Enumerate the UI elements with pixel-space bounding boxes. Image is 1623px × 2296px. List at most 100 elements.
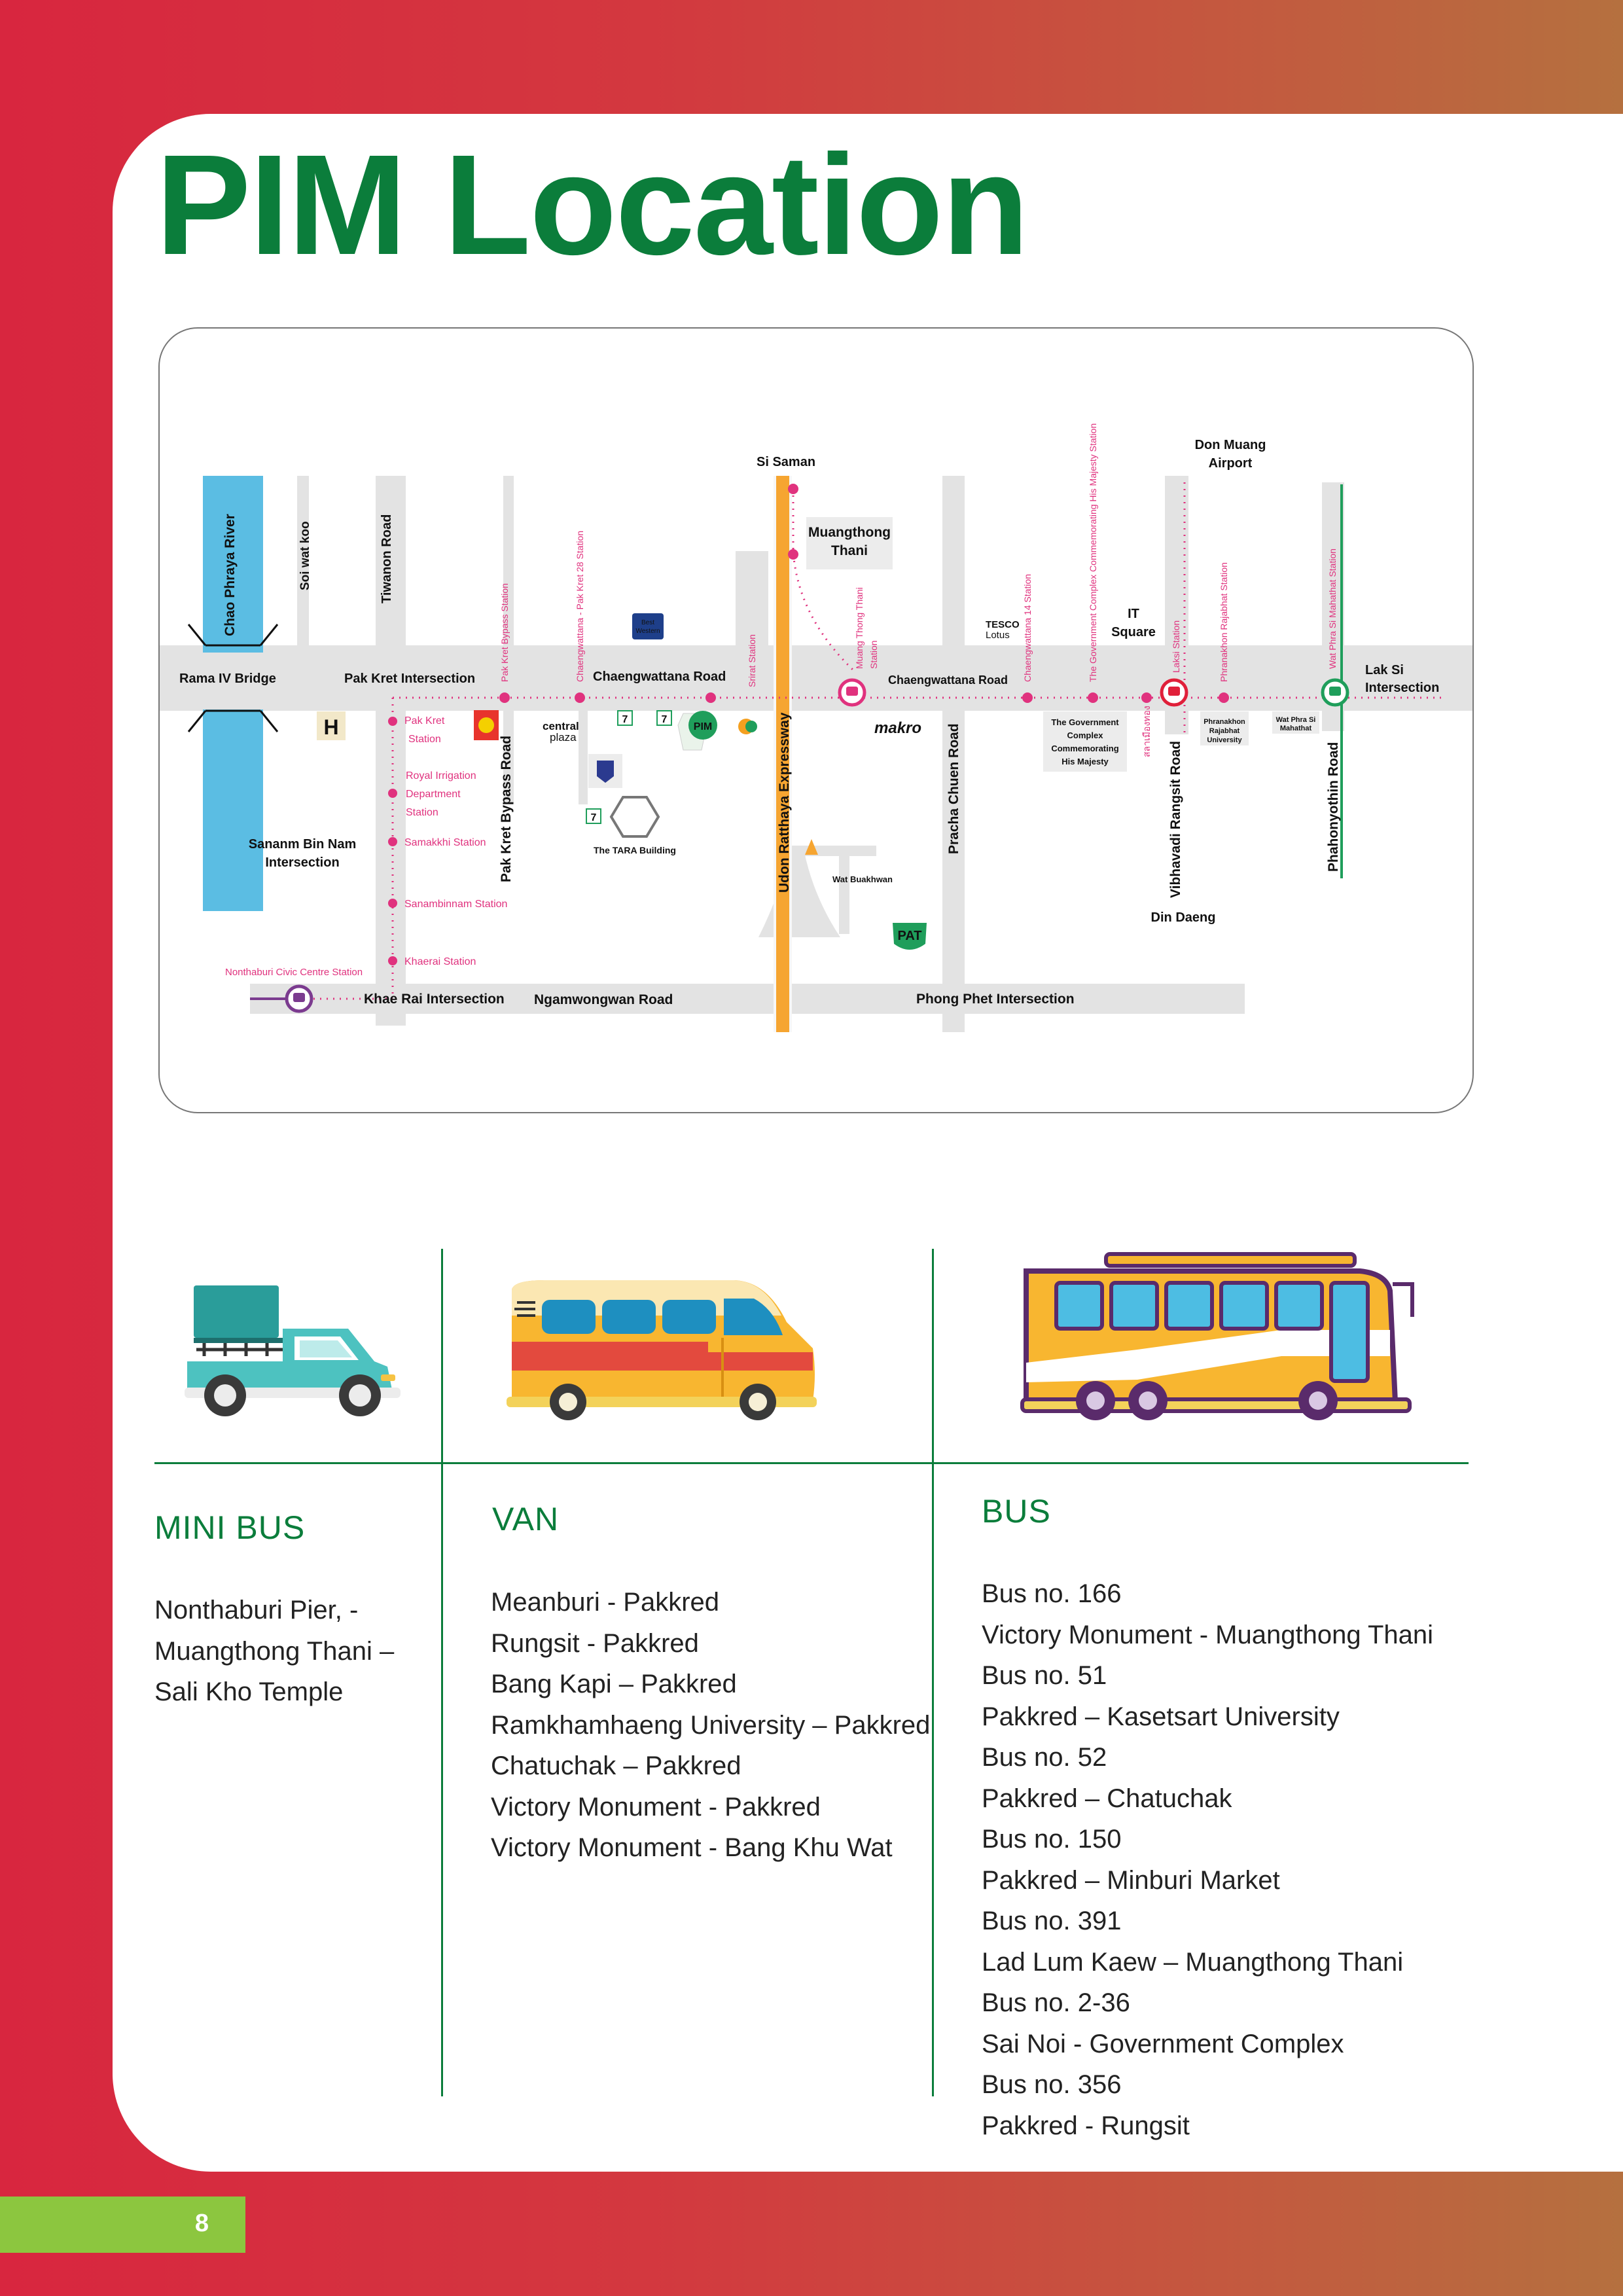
map-canvas: Best Western H central plaza 7 7 7 PIM P… xyxy=(160,423,1472,1032)
station-royal-irrigation-2: Department xyxy=(406,789,461,800)
station-srirat: Srirat Station xyxy=(747,634,757,687)
rajabhat-backdrop xyxy=(1200,711,1249,745)
rajabhat-label-3: University xyxy=(1207,736,1242,744)
station-khaerai: Khaerai Station xyxy=(404,956,476,967)
udon-ratthaya-label: Udon Ratthaya Expressway xyxy=(777,712,792,893)
chao-phraya-river-north xyxy=(203,476,263,653)
seven-eleven-logo: 7 xyxy=(622,714,628,725)
station-dot xyxy=(705,692,716,703)
station-sanambinnam: Sanambinnam Station xyxy=(404,899,507,910)
station-pak-kret-1: Pak Kret xyxy=(404,715,445,726)
it-square-label-2: Square xyxy=(1111,625,1156,639)
tara-building-icon xyxy=(609,796,660,838)
it-square-label-1: IT xyxy=(1128,607,1139,621)
wat-street-2 xyxy=(839,846,849,934)
station-dot xyxy=(499,692,510,703)
vibhavadi-road-label: Vibhavadi Rangsit Road xyxy=(1168,741,1183,898)
station-dot xyxy=(388,956,397,965)
pracha-chuen-road-shape xyxy=(942,476,965,1032)
station-muang-thong-thani-2: Station xyxy=(868,640,879,669)
station-dot xyxy=(788,484,798,494)
station-dot xyxy=(1088,692,1098,703)
train-icon-body xyxy=(1329,687,1341,696)
lak-si-label-2: Intersection xyxy=(1365,681,1439,695)
seven-eleven-logo: 7 xyxy=(591,812,597,823)
muangthong-label-1: Muangthong xyxy=(808,525,891,540)
gov-complex-label-1: The Government xyxy=(1051,717,1119,727)
pak-kret-bypass-road-label: Pak Kret Bypass Road xyxy=(499,736,514,882)
ramp-street xyxy=(736,551,768,647)
station-laksi: Laksi Station xyxy=(1171,620,1181,673)
page-footer: 8 xyxy=(0,2197,245,2253)
train-icon-body xyxy=(1168,687,1180,696)
chao-phraya-river-label: Chao Phraya River xyxy=(223,514,238,636)
station-chaengwattana-14: Chaengwattana 14 Station xyxy=(1022,574,1033,682)
school-shield-icon xyxy=(597,761,614,783)
station-dot xyxy=(1219,692,1229,703)
page-number: 8 xyxy=(194,2210,209,2237)
wat-mahathat-label-1: Wat Phra Si xyxy=(1276,716,1316,724)
station-dot xyxy=(388,899,397,908)
hotel-logo-bg xyxy=(317,711,346,740)
pat-logo-text: PAT xyxy=(897,929,921,943)
station-pak-kret-bypass: Pak Kret Bypass Station xyxy=(499,583,510,682)
station-government-complex: The Government Complex Commemorating His… xyxy=(1088,423,1098,682)
gov-complex-label-4: His Majesty xyxy=(1061,757,1109,766)
station-wat-phra-si-mahathat: Wat Phra Si Mahathat Station xyxy=(1327,548,1338,669)
station-dots xyxy=(388,484,1229,965)
tesco-logo-line2: Lotus xyxy=(986,630,1010,641)
station-dot xyxy=(1022,692,1033,703)
train-icon-body xyxy=(293,993,305,1002)
thai-sign-label: สลาเมืองทอง xyxy=(1141,706,1152,757)
location-map: Best Western H central plaza 7 7 7 PIM P… xyxy=(158,327,1474,1113)
don-muang-label-1: Don Muang xyxy=(1195,438,1266,452)
station-royal-irrigation-1: Royal Irrigation xyxy=(406,770,476,781)
pim-logo-text: PIM xyxy=(694,721,712,732)
central-logo-line2: plaza xyxy=(550,731,577,744)
station-dot xyxy=(388,789,397,798)
station-chaengwattana-28: Chaengwattana - Pak Kret 28 Station xyxy=(575,531,585,682)
central-logo-line1: central xyxy=(543,720,579,732)
phong-phet-intersection-label: Phong Phet Intersection xyxy=(916,992,1075,1007)
soi-wat-koo-shape xyxy=(297,476,309,646)
seven-eleven-logo: 7 xyxy=(662,714,668,725)
best-western-line1: Best xyxy=(641,619,654,626)
expressway-ramp xyxy=(758,852,840,937)
station-nonthaburi-civic-centre: Nonthaburi Civic Centre Station xyxy=(225,967,363,978)
pracha-chuen-road-label: Pracha Chuen Road xyxy=(946,723,961,854)
station-dot xyxy=(1141,692,1152,703)
pat-logo xyxy=(893,923,927,950)
bridge-marks xyxy=(187,624,279,732)
station-dot xyxy=(788,549,798,560)
chaengwattana-road-label-1: Chaengwattana Road xyxy=(593,670,726,684)
khae-rai-intersection-label: Khae Rai Intersection xyxy=(364,992,505,1007)
sananm-bin-nam-label-2: Intersection xyxy=(265,855,339,870)
station-dot xyxy=(388,717,397,726)
page-title: PIM Location xyxy=(156,126,1029,285)
don-muang-label-2: Airport xyxy=(1209,456,1253,471)
tiwanon-road-shape xyxy=(376,476,406,1026)
wat-buakhwan-label: Wat Buakhwan xyxy=(832,874,893,884)
road-network xyxy=(160,476,1472,1032)
din-daeng-label: Din Daeng xyxy=(1151,910,1216,925)
tiwanon-road-label: Tiwanon Road xyxy=(380,514,394,603)
makro-logo: makro xyxy=(874,719,921,737)
pink-branch-line xyxy=(792,489,855,672)
wat-mahathat-label-2: Mahathat xyxy=(1280,725,1312,732)
wat-mahathat-backdrop xyxy=(1272,711,1319,734)
ptt-logo-inner xyxy=(745,721,757,732)
station-phranakhon-rajabhat: Phranakhon Rajabhat Station xyxy=(1219,562,1229,682)
station-samakkhi: Samakkhi Station xyxy=(404,837,486,848)
tara-building-label: The TARA Building xyxy=(594,845,676,855)
station-royal-irrigation-3: Station xyxy=(406,807,438,818)
lak-si-label-1: Lak Si xyxy=(1365,663,1404,677)
station-pak-kret-2: Station xyxy=(408,734,441,745)
hotel-logo: H xyxy=(323,715,338,739)
gov-complex-label-3: Commemorating xyxy=(1051,744,1118,753)
gov-complex-backdrop xyxy=(1043,711,1127,772)
pim-logo xyxy=(688,711,717,740)
muangthong-backdrop xyxy=(806,517,893,569)
station-dot xyxy=(388,837,397,846)
chaengwattana-road-label-2: Chaengwattana Road xyxy=(888,673,1008,687)
rajabhat-label-1: Phranakhon xyxy=(1204,718,1245,726)
